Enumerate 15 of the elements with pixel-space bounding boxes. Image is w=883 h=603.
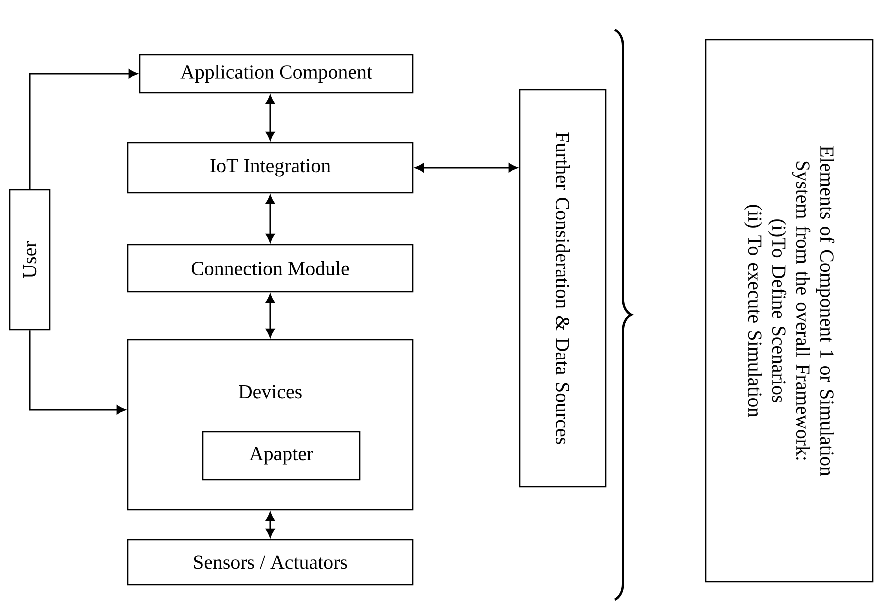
arrow: [266, 195, 275, 243]
process-box: Application Component: [139, 54, 414, 94]
process-box: Sensors / Actuators: [127, 539, 414, 586]
arrow: [266, 95, 275, 141]
source-box: Further Consideration & Data Sources: [519, 89, 607, 488]
arrow: [29, 330, 126, 414]
process-box: Connection Module: [127, 244, 414, 293]
note-box: Elements of Component 1 or Simulation System from the overall Framework: (i)To Define Scenarios (ii) To execute Simulation: [705, 39, 874, 583]
arrow: [266, 294, 275, 338]
arrow: [266, 512, 275, 538]
process-box: IoT Integration: [127, 142, 414, 194]
arrow: [415, 164, 518, 172]
process-box: Apapter: [202, 431, 361, 481]
arrow: [29, 70, 138, 190]
actor-box: User: [9, 189, 51, 331]
